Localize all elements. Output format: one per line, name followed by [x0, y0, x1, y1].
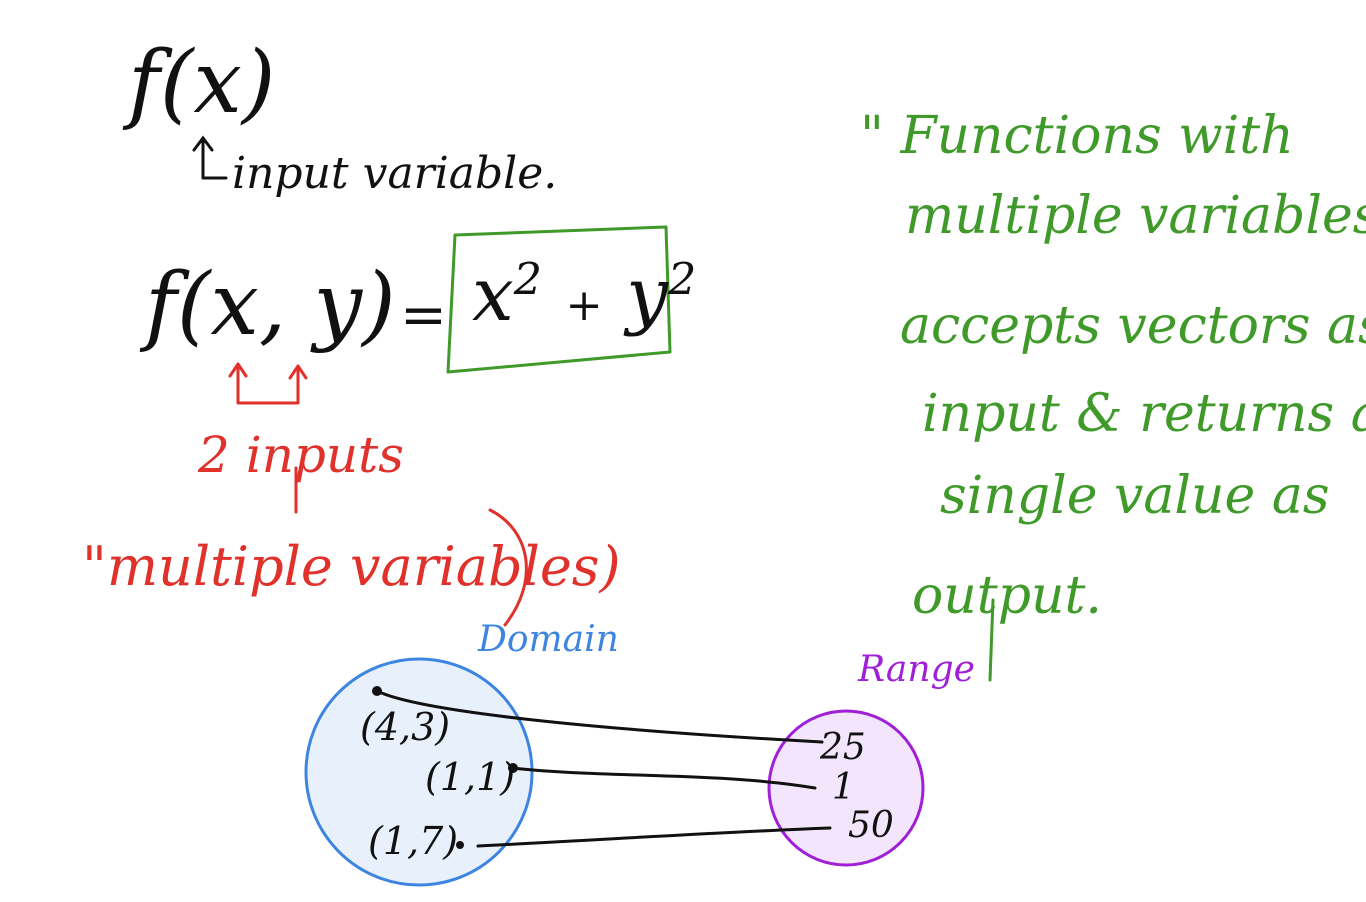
variables-arc — [488, 508, 528, 627]
domain-point-3: (1,7) — [368, 819, 459, 863]
mapping-line-2 — [511, 766, 817, 790]
definition-line-2: multiple variables — [905, 186, 1366, 246]
mapping-line-3 — [476, 826, 832, 848]
plus-sign: + — [565, 280, 603, 331]
x-exponent: 2 — [513, 254, 542, 306]
input-variable-label: input variable. — [232, 148, 558, 199]
domain-dot-3 — [456, 841, 464, 849]
domain-label: Domain — [478, 619, 619, 660]
definition-line-4: input & returns a — [922, 384, 1366, 444]
sum-of-squares: x2 + y2 — [472, 258, 696, 332]
definition-line-6: output. — [912, 566, 1102, 626]
fx-notation: f(x) — [128, 33, 276, 133]
definition-line-3: accepts vectors as — [900, 296, 1366, 356]
range-label: Range — [858, 649, 975, 690]
two-inputs-label: 2 inputs — [198, 426, 404, 484]
x-term: x — [472, 252, 514, 338]
domain-point-2: (1,1) — [425, 755, 516, 799]
definition-line-1: " Functions with — [860, 106, 1294, 166]
multiple-variables-label: "multiple variables) — [82, 535, 621, 598]
range-circle — [767, 709, 925, 867]
range-value-1: 25 — [820, 727, 866, 768]
input-arrow-icon — [192, 135, 228, 180]
range-value-2: 1 — [832, 767, 855, 808]
domain-point-1: (4,3) — [360, 705, 451, 749]
result-box — [446, 225, 672, 374]
definition-connector — [988, 598, 995, 682]
domain-circle — [304, 657, 534, 887]
equals-sign: = — [400, 283, 447, 348]
y-term: y — [626, 252, 669, 338]
definition-line-5: single value as — [940, 466, 1330, 526]
y-exponent: 2 — [668, 254, 697, 306]
mapping-line-1 — [375, 689, 824, 744]
inputs-bracket — [228, 362, 308, 405]
fxy-notation: f(x, y) — [145, 255, 396, 355]
range-value-3: 50 — [848, 805, 894, 846]
